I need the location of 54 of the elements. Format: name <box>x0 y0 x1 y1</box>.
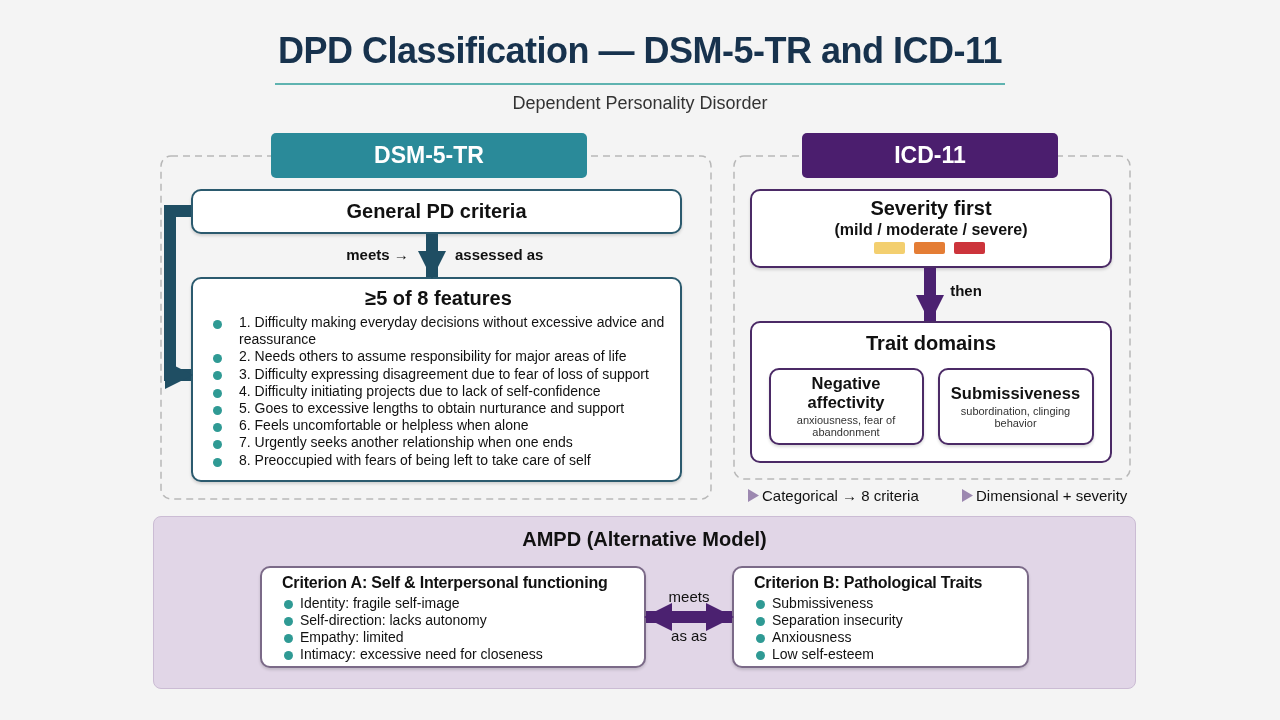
node-heading: Severity first <box>869 197 993 220</box>
list-item: 7. Urgently seeks another relationship when one ends <box>207 434 670 452</box>
node-heading: Submissiveness <box>949 383 1082 403</box>
process-box <box>191 189 682 234</box>
criterion-box <box>732 566 1029 668</box>
list-item: 1. Difficulty making everyday decisions without excessive advice and reassurance <box>207 314 670 349</box>
node-heading: ≥5 of 8 features <box>364 287 513 310</box>
edge-label: meets <box>667 588 711 605</box>
edge-label: then <box>949 282 983 299</box>
node-heading: AMPD (Alternative Model) <box>521 528 768 551</box>
subtitle: Dependent Personality Disorder <box>511 93 769 114</box>
arrow <box>644 603 734 631</box>
list-item: Empathy: limited <box>282 629 640 646</box>
list-item: Submissiveness <box>754 595 1023 612</box>
process-box <box>750 189 1112 268</box>
arrow <box>164 205 193 389</box>
arrow <box>916 268 944 323</box>
node-heading: Criterion B: Pathological Traits <box>754 574 984 592</box>
dashed-group-frame <box>160 133 712 500</box>
note: Dimensional + severity <box>976 487 1129 504</box>
list-item: 8. Preoccupied with fears of being left to take care of self <box>207 451 670 469</box>
node-subtitle: subordination, clinging behavior <box>959 404 1072 429</box>
group-header: DSM-5-TR <box>271 133 587 178</box>
note: Categorical → 8 criteria <box>762 487 920 504</box>
criterion-box <box>260 566 646 668</box>
node-heading: Criterion A: Self & Interpersonal functioning <box>282 574 609 592</box>
edge-note: as as <box>670 627 708 644</box>
list-item: Anxiousness <box>754 629 1023 646</box>
arrow <box>418 234 446 279</box>
list-item: Identity: fragile self-image <box>282 595 640 612</box>
diagram-title: DPD Classification — DSM-5-TR and ICD-11 <box>276 30 1004 72</box>
criteria-box <box>191 277 682 482</box>
group-header: ICD-11 <box>802 133 1058 178</box>
node-heading: Trait domains <box>865 332 997 355</box>
section-panel <box>153 516 1136 689</box>
list-item: Separation insecurity <box>754 612 1023 629</box>
trait-box <box>937 367 1094 445</box>
dashed-group-frame <box>733 133 1131 480</box>
trait-box <box>768 367 924 445</box>
list-item: 3. Difficulty expressing disagreement due to fear of loss of support <box>207 365 670 383</box>
node-subtitle: (mild / moderate / severe) <box>833 221 1029 239</box>
edge-label: meets → <box>345 246 410 263</box>
list-item: Low self-esteem <box>754 646 1023 663</box>
group-box <box>750 321 1112 463</box>
list-item: Intimacy: excessive need for closeness <box>282 646 640 663</box>
list-item: 6. Feels uncomfortable or helpless when alone <box>207 417 670 435</box>
node-heading: Negative affectivity <box>806 374 886 412</box>
list-item: 4. Difficulty initiating projects due to lack of self-confidence <box>207 382 670 400</box>
list-item: Self-direction: lacks autonomy <box>282 612 640 629</box>
node-heading: General PD criteria <box>345 200 528 223</box>
list-item: 2. Needs others to assume responsibility for major areas of life <box>207 348 670 366</box>
edge-note: assessed as <box>455 246 545 263</box>
node-subtitle: anxiousness, fear of abandonment <box>795 414 897 438</box>
list-item: 5. Goes to excessive lengths to obtain nurturance and support <box>207 400 670 418</box>
